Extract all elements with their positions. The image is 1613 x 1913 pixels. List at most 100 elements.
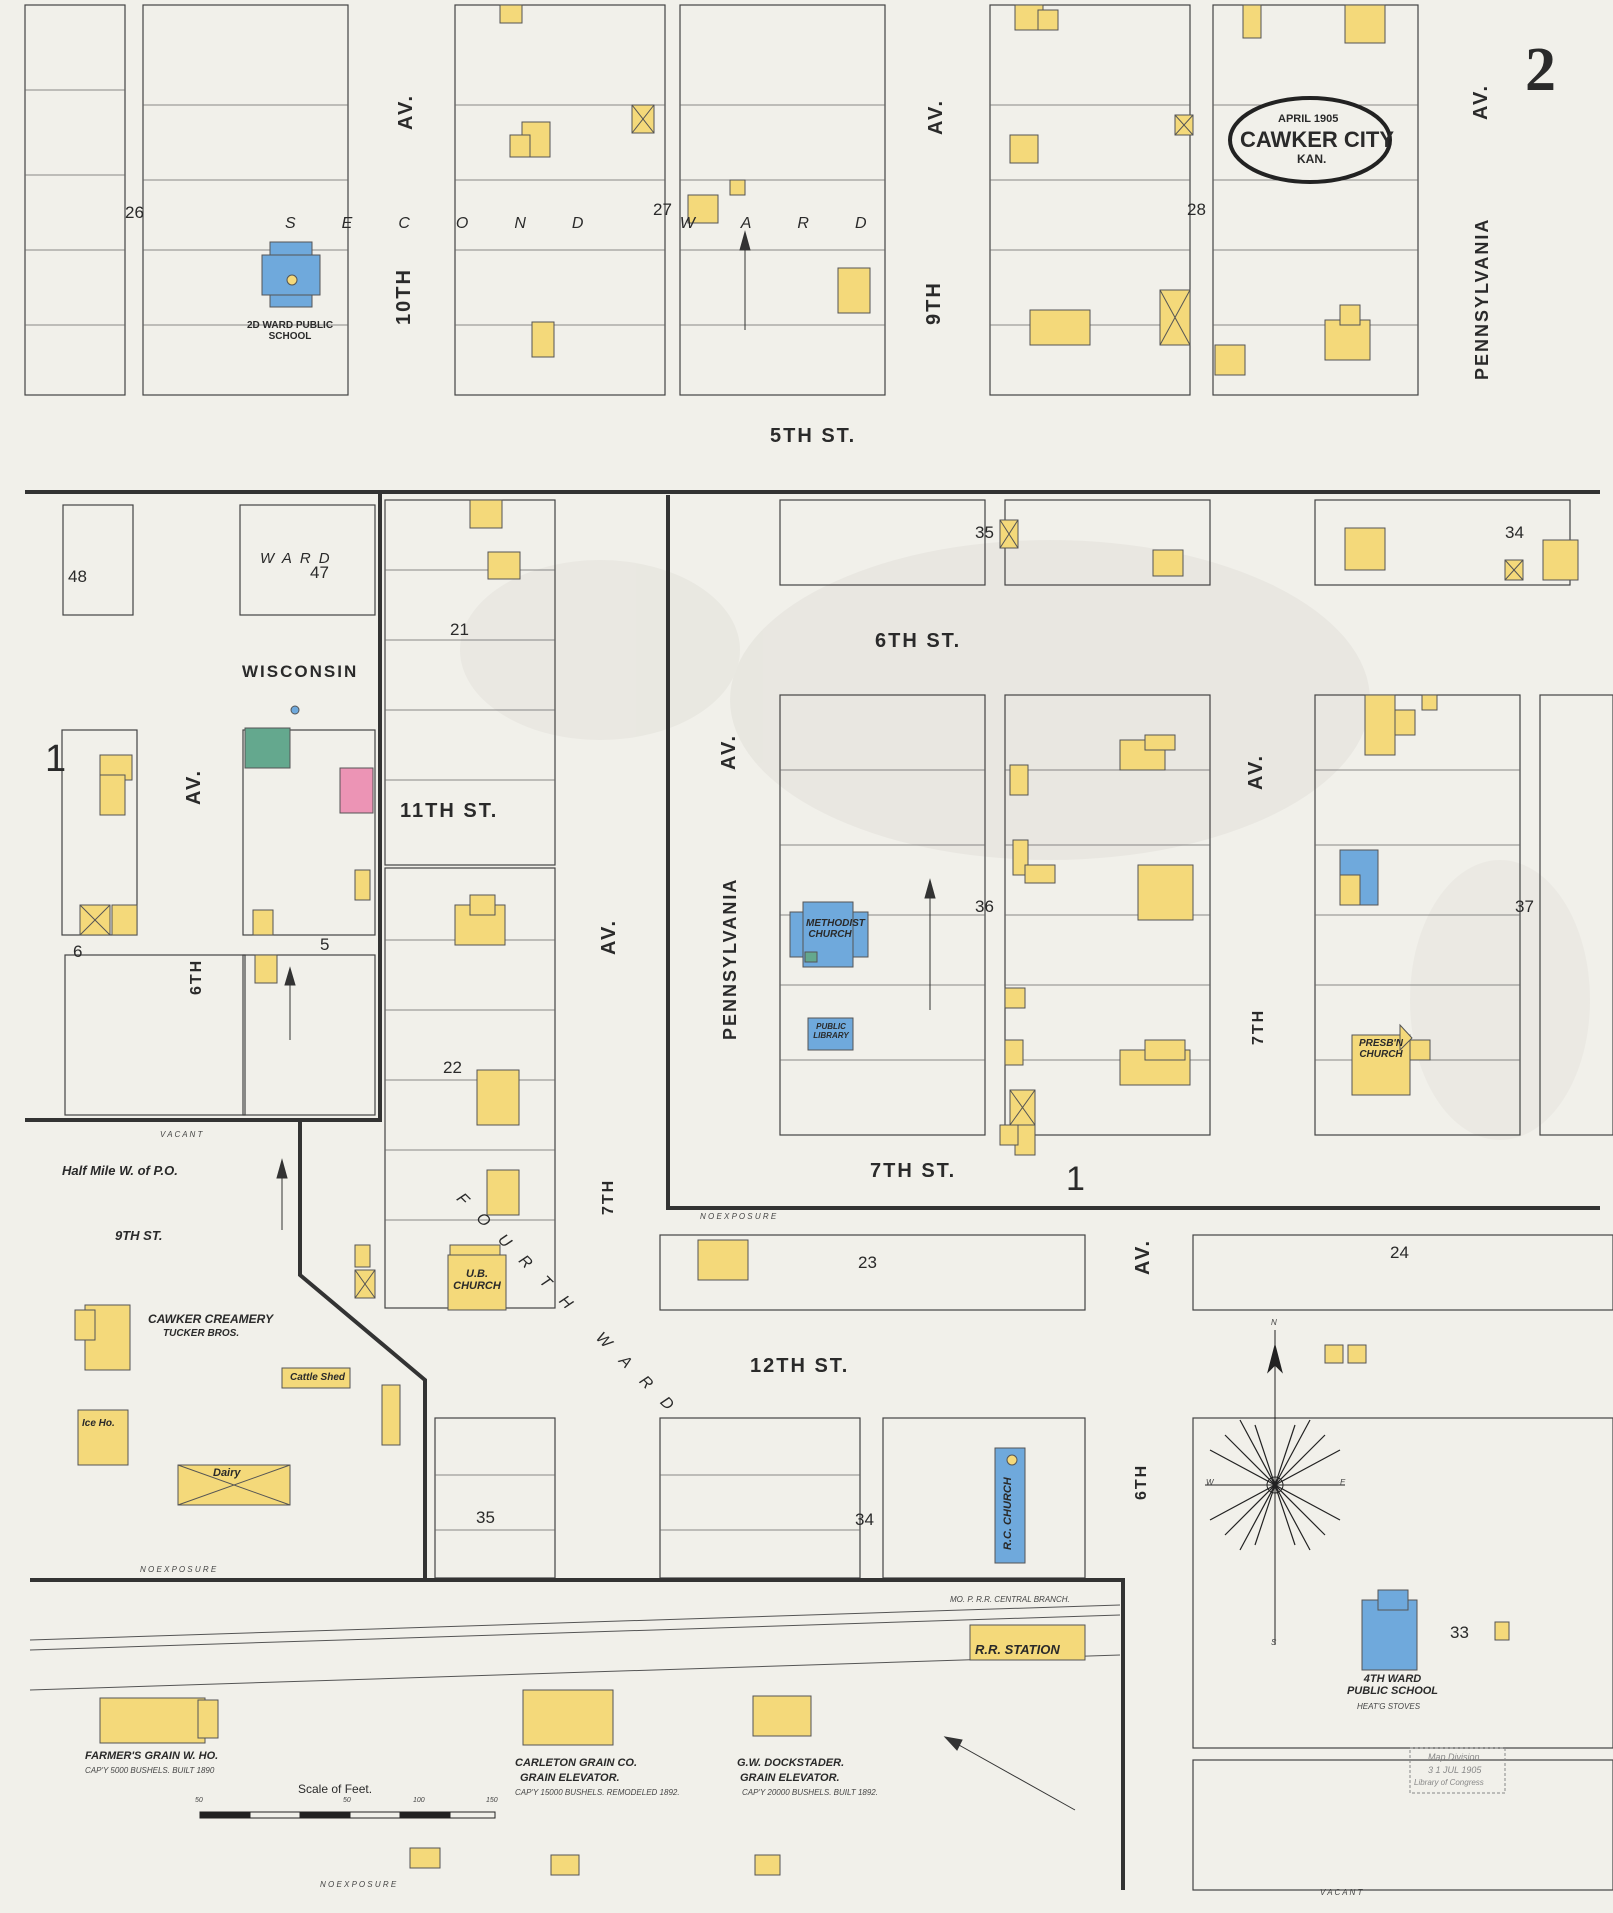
block-number: 26	[125, 203, 144, 222]
railroad-tracks	[29, 1604, 1121, 1691]
scale-bar	[199, 1811, 496, 1819]
stamp-date: 3 1 JUL 1905	[1428, 1765, 1482, 1775]
street-6th-av-lower: 6TH	[1133, 1463, 1150, 1500]
sheet-marker-1: 1	[1066, 1160, 1085, 1198]
av-label: AV.	[1470, 83, 1492, 120]
methodist-church-shape	[789, 901, 869, 968]
rc-church-label: R.C. CHURCH	[1002, 1477, 1014, 1550]
cartouche-date: APRIL 1905	[1278, 113, 1339, 125]
street-5th: 5TH ST.	[770, 425, 857, 447]
vacant-note: V A C A N T	[160, 1130, 203, 1139]
compass-n: N	[1271, 1318, 1277, 1327]
dockstader-sub-label: GRAIN ELEVATOR.	[740, 1772, 840, 1784]
block-number: 35	[975, 523, 994, 542]
block-number: 22	[443, 1058, 462, 1077]
cartouche-state: KAN.	[1297, 152, 1327, 166]
presbyterian-church-shape	[1351, 1023, 1413, 1096]
block-number: 36	[975, 897, 994, 916]
compass-e: E	[1340, 1478, 1346, 1487]
public-school-2-label: 2D WARD PUBLIC SCHOOL	[246, 320, 334, 342]
public-library-label: PUBLIC LIBRARY	[813, 1022, 849, 1040]
av-label: AV.	[183, 768, 205, 805]
street-6th-av-left: 6TH	[188, 958, 205, 995]
cartouche-city: CAWKER CITY	[1240, 127, 1394, 152]
av-label: AV.	[718, 733, 740, 770]
ub-church-label: U.B. CHURCH	[453, 1268, 501, 1292]
street-11th: 11TH ST.	[400, 800, 499, 822]
street-pennsylvania-mid: PENNSYLVANIA	[720, 877, 740, 1040]
street-pennsylvania-top: PENNSYLVANIA	[1472, 217, 1492, 380]
vacant-note: V A C A N T	[1320, 1888, 1363, 1897]
dockstader-label: G.W. DOCKSTADER.	[737, 1757, 845, 1769]
lot-lines	[25, 89, 1520, 1531]
block-number: 23	[858, 1253, 877, 1272]
stamp-library: Library of Congress	[1414, 1778, 1484, 1787]
scale-tick: 150	[486, 1797, 498, 1804]
block-number: 37	[1515, 897, 1534, 916]
adobe-store	[244, 727, 291, 769]
methodist-church-label: METHODIST CHURCH	[806, 918, 865, 940]
farmers-grain-label: FARMER'S GRAIN W. HO.	[85, 1750, 219, 1762]
compass-s: S	[1271, 1638, 1277, 1647]
block-number: 48	[68, 567, 87, 586]
public-library-shape	[807, 1017, 854, 1051]
block-number: 6	[73, 942, 83, 961]
scale-tick: 100	[413, 1797, 425, 1804]
block-number: 1	[45, 738, 67, 780]
well-marker	[290, 705, 300, 715]
compass-rose	[1205, 1330, 1345, 1645]
block-number: 35	[476, 1508, 495, 1527]
street-9th-av: 9TH	[923, 281, 945, 325]
street-9th-left: 9TH ST.	[115, 1228, 163, 1243]
block-number: 34	[855, 1510, 874, 1529]
half-mile-note: Half Mile W. of P.O.	[62, 1163, 178, 1178]
street-12th: 12TH ST.	[750, 1355, 850, 1377]
dairy-label: Dairy	[213, 1467, 241, 1479]
scale-label: Scale of Feet.	[298, 1782, 373, 1796]
block-number: 47	[310, 563, 329, 582]
block-number: 33	[1450, 1623, 1469, 1642]
public-school-2nd-ward	[261, 241, 321, 308]
presbyterian-church-label: PRESB'N CHURCH	[1358, 1038, 1404, 1060]
farmers-grain-note: CAP'Y 5000 BUSHELS. BUILT 1890	[85, 1766, 215, 1775]
outbuilding-crosses	[79, 104, 1524, 1506]
av-label: AV.	[395, 93, 417, 130]
ice-house-label: Ice Ho.	[82, 1418, 115, 1429]
public-school-4th-ward-shape	[1361, 1589, 1418, 1671]
small-outbuildings	[1214, 344, 1246, 376]
sheet-number: 2	[1525, 36, 1556, 104]
direction-arrows	[276, 230, 1076, 1811]
av-label: AV.	[1132, 1238, 1154, 1275]
street-7th: 7TH ST.	[870, 1160, 957, 1182]
block-number: 34	[1505, 523, 1524, 542]
carleton-note: CAP'Y 15000 BUSHELS. REMODELED 1892.	[515, 1788, 680, 1797]
cattle-shed-label: Cattle Shed	[290, 1372, 346, 1383]
stamp-title: Map Division	[1428, 1752, 1480, 1762]
carleton-label: CARLETON GRAIN CO.	[515, 1757, 638, 1769]
street-10th-av: 10TH	[393, 268, 415, 325]
no-exposure-note: N O E X P O S U R E	[700, 1212, 777, 1221]
brick-building	[339, 767, 374, 814]
dockstader-note: CAP'Y 20000 BUSHELS. BUILT 1892.	[742, 1788, 878, 1797]
block-number: 28	[1187, 200, 1206, 219]
street-7th-av-mid: 7TH	[600, 1178, 617, 1215]
rc-church-shape	[994, 1447, 1026, 1564]
street-7th-av-right: 7TH	[1250, 1008, 1267, 1045]
av-label: AV.	[1245, 753, 1267, 790]
creamery-label: CAWKER CREAMERY	[148, 1312, 274, 1326]
block-number: 24	[1390, 1243, 1409, 1262]
block-number: 5	[320, 935, 330, 954]
no-exposure-note: N O E X P O S U R E	[320, 1880, 397, 1889]
creamery-owner-label: TUCKER BROS.	[163, 1328, 240, 1339]
ub-church-shape	[447, 1254, 507, 1311]
av-label: AV.	[925, 98, 947, 135]
block-number: 21	[450, 620, 469, 639]
library-stamp	[1409, 1747, 1506, 1794]
block-number: 27	[653, 200, 672, 219]
av-label: AV.	[598, 918, 620, 955]
railroad-label: MO. P. R.R. CENTRAL BRANCH.	[950, 1595, 1070, 1604]
no-exposure-note: N O E X P O S U R E	[140, 1565, 217, 1574]
sheet-boundaries	[25, 490, 1600, 1890]
ward-label: WARD	[260, 550, 338, 567]
